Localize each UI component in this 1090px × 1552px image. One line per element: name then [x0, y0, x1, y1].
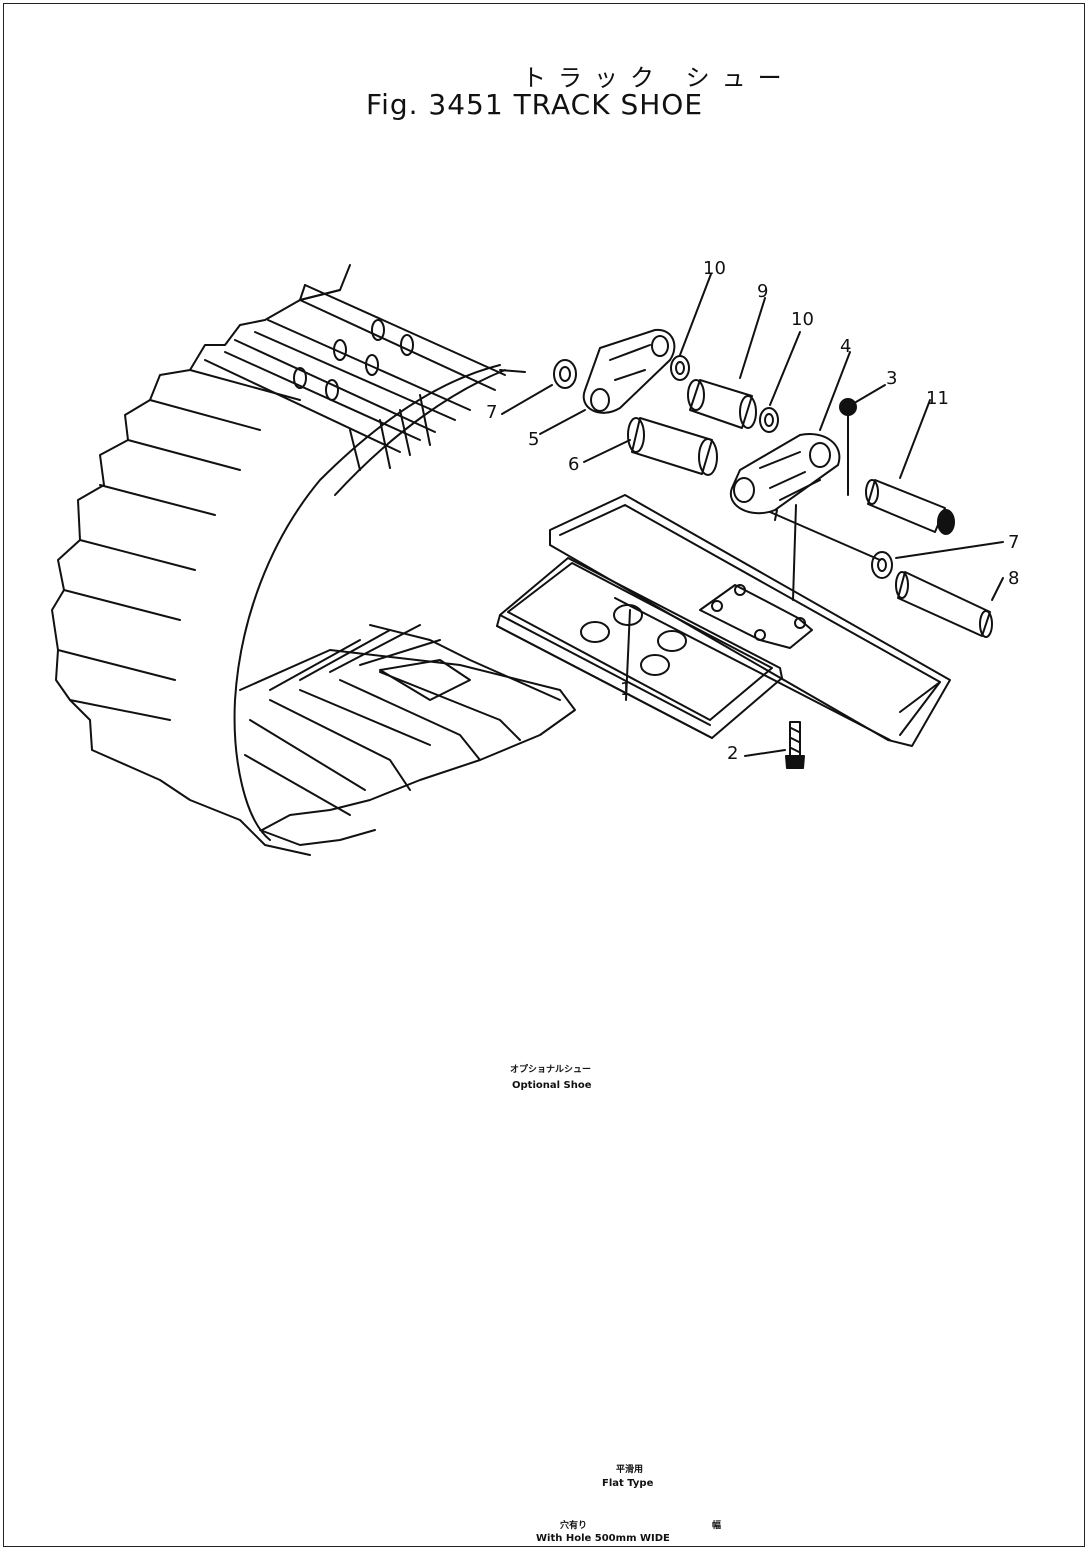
optional-shoe-label: Optional Shoe — [512, 1080, 592, 1091]
callout-8: 8 — [1008, 568, 1019, 589]
flat-type-shoe-drawing — [496, 557, 783, 739]
bushing-9 — [689, 379, 753, 429]
pin-11 — [867, 479, 946, 533]
callout-10-lower: 10 — [791, 309, 814, 330]
callout-7-lower: 7 — [1008, 532, 1019, 553]
figure-title: Fig. 3451 TRACK SHOE — [366, 88, 704, 121]
track-assembly-drawing — [51, 264, 576, 856]
callout-labels: 1 2 3 4 5 6 7 7 8 9 10 10 11 — [486, 258, 1019, 764]
hole-note-japanese-right: 幅 — [712, 1521, 722, 1531]
callout-6: 6 — [568, 454, 579, 475]
shoe-plate-1 — [549, 494, 951, 747]
optional-shoe-label-japanese: オプショナルシュー — [510, 1065, 592, 1075]
callout-9: 9 — [757, 281, 768, 302]
flat-type-label-japanese: 平滑用 — [616, 1465, 644, 1475]
page-frame — [3, 3, 1085, 1547]
hole-note-japanese-left: 穴有り — [560, 1521, 588, 1531]
callout-11: 11 — [926, 388, 949, 409]
flat-type-label: Flat Type — [602, 1478, 654, 1489]
callout-3: 3 — [886, 368, 897, 389]
seal-7-upper — [553, 359, 577, 389]
callout-4: 4 — [840, 336, 851, 357]
callout-5: 5 — [528, 429, 539, 450]
hole-note-label: With Hole 500mm WIDE — [536, 1533, 670, 1544]
nut-3 — [839, 398, 857, 416]
link-5 — [582, 328, 676, 414]
bushing-6 — [631, 417, 713, 475]
callout-1: 1 — [620, 679, 631, 700]
callout-7-upper: 7 — [486, 402, 497, 423]
figure-title-japanese: トラック シュー — [522, 64, 794, 92]
callout-2: 2 — [727, 743, 738, 764]
callout-10-upper: 10 — [703, 258, 726, 279]
master-pin-8 — [897, 571, 991, 637]
